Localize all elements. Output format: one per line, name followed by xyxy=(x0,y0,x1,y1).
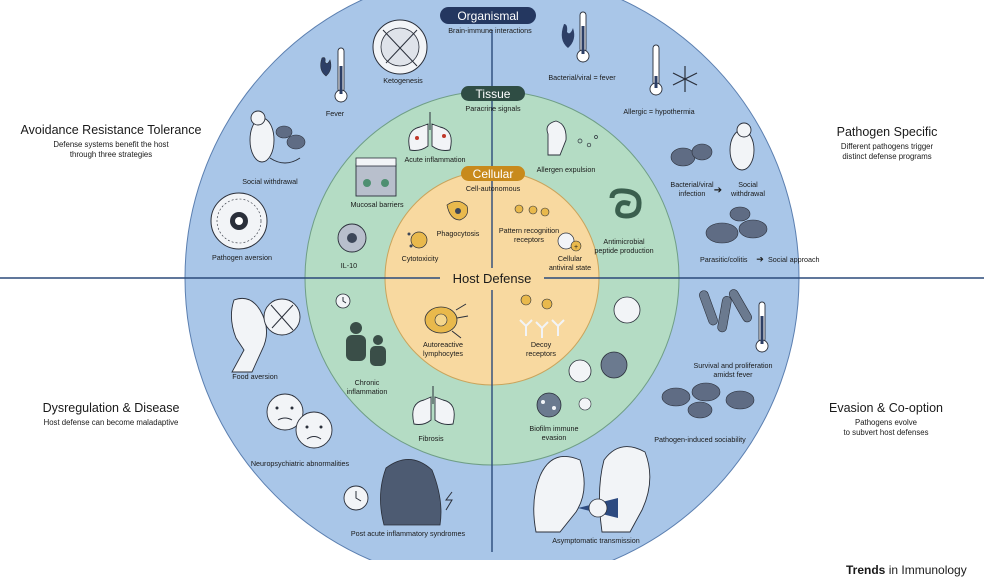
label-asymptomatic: Asymptomatic transmission xyxy=(552,536,639,545)
label-antiviral-2: antiviral state xyxy=(549,263,591,272)
quadrant-title-top-left: Avoidance Resistance Tolerance xyxy=(21,123,202,137)
label-ketogenesis: Ketogenesis xyxy=(383,76,423,85)
quadrant-line2-top-right: distinct defense programs xyxy=(842,152,931,161)
quadrant-title-bottom-left: Dysregulation & Disease xyxy=(43,401,180,415)
decoy-receptor-icon xyxy=(519,294,565,338)
mucosal-barrier-icon xyxy=(355,157,397,197)
label-fibrosis: Fibrosis xyxy=(418,434,444,443)
label-autoreactive-2: lymphocytes xyxy=(423,349,463,358)
thermometer-flame-icon xyxy=(320,47,348,103)
receptor-icon xyxy=(514,204,550,217)
label-antimicrobial-1: Antimicrobial xyxy=(603,237,645,246)
label-sociability: Pathogen-induced sociability xyxy=(654,435,746,444)
chronic-inflammation-icon xyxy=(335,293,386,366)
label-prr-2: receptors xyxy=(514,235,544,244)
arrow-icon: ➔ xyxy=(714,185,722,196)
journal-brand-bold: Trends xyxy=(846,563,886,577)
cytotoxic-cell-icon xyxy=(407,231,428,249)
quadrant-title-top-right: Pathogen Specific xyxy=(837,125,938,139)
quadrant-line1-top-left: Defense systems benefit the host xyxy=(53,140,169,149)
pathogen-cluster-icon xyxy=(568,296,641,383)
label-pathogen-aversion: Pathogen aversion xyxy=(212,253,272,262)
label-social-withdrawal-r1: Social xyxy=(738,180,758,189)
tissue-title: Tissue xyxy=(476,87,511,101)
antiviral-cell-icon: + xyxy=(557,232,582,252)
label-decoy-2: receptors xyxy=(526,349,556,358)
organismal-pill xyxy=(440,7,536,24)
quadrant-line1-top-right: Different pathogens trigger xyxy=(841,142,934,151)
label-chronic-2: inflammation xyxy=(347,387,388,396)
sad-face-icon xyxy=(266,393,333,449)
quadrant-line1-bottom-left: Host defense can become maladaptive xyxy=(44,418,179,427)
label-post-acute: Post acute inflammatory syndromes xyxy=(351,529,466,538)
label-allergen-expulsion: Allergen expulsion xyxy=(537,165,596,174)
label-bacterial-infection-2: infection xyxy=(679,189,706,198)
organismal-subtitle: Brain-immune interactions xyxy=(448,26,532,35)
host-defense-label: Host Defense xyxy=(453,271,532,286)
cellular-title: Cellular xyxy=(473,167,514,181)
journal-brand: Trends in Immunology xyxy=(846,563,967,577)
label-autoreactive-1: Autoreactive xyxy=(423,340,463,349)
label-biofilm-1: Biofilm immune xyxy=(529,424,578,433)
svg-text:+: + xyxy=(574,244,578,251)
center-label-bg xyxy=(440,268,544,288)
label-neuropsychiatric: Neuropsychiatric abnormalities xyxy=(251,459,350,468)
cellular-subtitle: Cell-autonomous xyxy=(466,184,521,193)
fatigued-person-icon xyxy=(343,459,453,526)
label-social-withdrawal-r2: withdrawal xyxy=(730,189,765,198)
label-antimicrobial-2: peptide production xyxy=(594,246,653,255)
label-social-approach: Social approach xyxy=(768,255,820,264)
il10-cell-icon xyxy=(337,223,367,253)
label-prr-1: Pattern recognition xyxy=(499,226,559,235)
organismal-title: Organismal xyxy=(457,9,518,23)
quadrant-line1-bottom-right: Pathogens evolve xyxy=(855,418,917,427)
journal-brand-rest: in Immunology xyxy=(885,563,966,577)
arrow-icon-2: ➔ xyxy=(756,254,764,264)
label-il10: IL-10 xyxy=(341,261,357,270)
snowflake-thermometer-icon xyxy=(649,44,698,96)
sociable-mice-icon xyxy=(661,382,755,419)
mouse-icon xyxy=(249,110,306,164)
phagocyte-icon xyxy=(446,200,469,221)
quadrant-line2-top-left: through three strategies xyxy=(70,150,152,159)
autoreactive-lymphocyte-icon xyxy=(424,303,469,339)
label-fever: Fever xyxy=(326,109,345,118)
fibrotic-lungs-icon xyxy=(412,386,455,425)
mice-infection-icon xyxy=(670,122,755,171)
lungs-icon xyxy=(408,112,452,151)
quadrant-title-bottom-right: Evasion & Co-option xyxy=(829,401,943,415)
label-allergic-hypothermia: Allergic = hypothermia xyxy=(623,107,694,116)
mice-social-approach-icon xyxy=(705,206,768,244)
thermometer-fever-icon xyxy=(561,11,590,63)
label-biofilm-2: evasion xyxy=(542,433,567,442)
intestine-icon xyxy=(609,188,642,219)
label-food-aversion: Food aversion xyxy=(232,372,278,381)
transmission-faces-icon xyxy=(533,446,651,533)
label-bacterial-infection-1: Bacterial/viral xyxy=(670,180,714,189)
label-phagocytosis: Phagocytosis xyxy=(437,229,480,238)
plate-icon xyxy=(372,19,428,75)
label-cytotoxicity: Cytotoxicity xyxy=(402,254,439,263)
biofilm-icon xyxy=(536,392,592,418)
label-bacterial-fever: Bacterial/viral = fever xyxy=(548,73,616,82)
label-decoy-1: Decoy xyxy=(531,340,552,349)
label-social-withdrawal: Social withdrawal xyxy=(242,177,298,186)
face-aversion-icon xyxy=(231,297,301,373)
petri-dish-icon xyxy=(210,192,268,250)
label-survival-2: amidst fever xyxy=(713,370,753,379)
label-parasitic: Parasitic/colitis xyxy=(700,255,748,264)
label-survival-1: Survival and proliferation xyxy=(693,361,772,370)
cellular-pill xyxy=(461,166,525,181)
label-chronic-1: Chronic xyxy=(355,378,380,387)
tissue-subtitle: Paracrine signals xyxy=(465,104,521,113)
label-acute-inflammation: Acute inflammation xyxy=(404,155,465,164)
head-sneeze-icon xyxy=(546,120,598,156)
label-mucosal-barriers: Mucosal barriers xyxy=(350,200,404,209)
label-antiviral-1: Cellular xyxy=(558,254,583,263)
tissue-pill xyxy=(461,86,525,101)
bacteria-fever-icon xyxy=(699,289,769,353)
quadrant-line2-bottom-right: to subvert host defenses xyxy=(844,428,929,437)
